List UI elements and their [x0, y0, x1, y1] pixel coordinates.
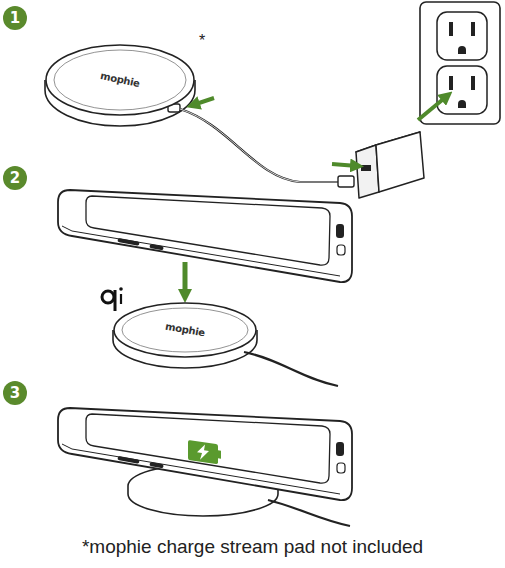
phone-button [149, 462, 163, 468]
phone-button [149, 244, 163, 250]
callout-number: 2 [10, 171, 20, 186]
qi-logo [102, 287, 123, 311]
phone-screen [86, 196, 330, 265]
node-text-group: mophie [45, 44, 195, 116]
node-text-group: 3 [3, 381, 27, 405]
usb-plug [338, 176, 354, 187]
footnote-mark: * [199, 33, 205, 49]
pad-cable [268, 500, 350, 526]
charger-side [356, 145, 379, 198]
node-text-group: 1 [3, 6, 27, 30]
usb-cable [180, 109, 352, 182]
phone-button [117, 238, 139, 246]
socket-slot [449, 22, 453, 36]
socket-slot [471, 22, 475, 36]
phone-body [58, 190, 352, 282]
battery-body [188, 440, 218, 464]
insert-arrow [332, 164, 357, 166]
pad-cable [244, 352, 338, 386]
step-badge-circle [3, 166, 27, 190]
charging-bolt [197, 443, 209, 461]
case-button [336, 224, 344, 238]
qi-logo-q [102, 291, 114, 303]
case-button [336, 442, 344, 456]
outlet-socket [437, 12, 487, 60]
battery-tip [218, 450, 221, 458]
qi-logo-dot [119, 287, 123, 291]
insert-arrow [193, 98, 214, 105]
case-button [337, 245, 345, 255]
charging-pad: mophie [113, 302, 257, 358]
socket-slot [449, 76, 453, 90]
charger-front [376, 132, 424, 192]
phone-screen [86, 414, 330, 483]
plug-in-arrow [418, 96, 447, 120]
brand-text: mophie [164, 322, 205, 339]
phone-case [58, 190, 352, 282]
pad-top-face [114, 303, 256, 357]
brand-text: mophie [99, 71, 140, 89]
socket-ground [458, 100, 466, 108]
qi-logo-i [120, 294, 122, 304]
battery-icon [188, 440, 221, 465]
place-arrow [183, 262, 188, 296]
pad-ring [122, 308, 248, 352]
step-badge-circle [3, 381, 27, 405]
step-number: 3 [3, 381, 27, 405]
phone-body [58, 408, 352, 500]
usb-cable-highlight [180, 109, 352, 182]
pad-ring [54, 50, 186, 110]
socket-ground [458, 46, 466, 54]
step-number: 1 [3, 6, 27, 30]
charging-pad: mophie [45, 44, 195, 116]
step-number: 2 [3, 166, 27, 190]
phone-case [58, 408, 352, 500]
phone-button [117, 456, 139, 464]
outlet-plate [420, 2, 500, 124]
footnote-caption: *mophie charge stream pad not included [0, 536, 505, 559]
qi-logo-q [114, 290, 117, 311]
node-text-group: 2 [3, 166, 27, 190]
case-button [337, 463, 345, 473]
charger-usb-port [361, 165, 371, 171]
callout-number: 1 [10, 11, 20, 26]
callout-number: 3 [10, 386, 20, 401]
pad-top-face [46, 45, 194, 115]
node-text-group: mophie [113, 302, 257, 358]
step-badge-circle [3, 6, 27, 30]
outlet-socket [437, 66, 487, 114]
socket-slot [471, 76, 475, 90]
